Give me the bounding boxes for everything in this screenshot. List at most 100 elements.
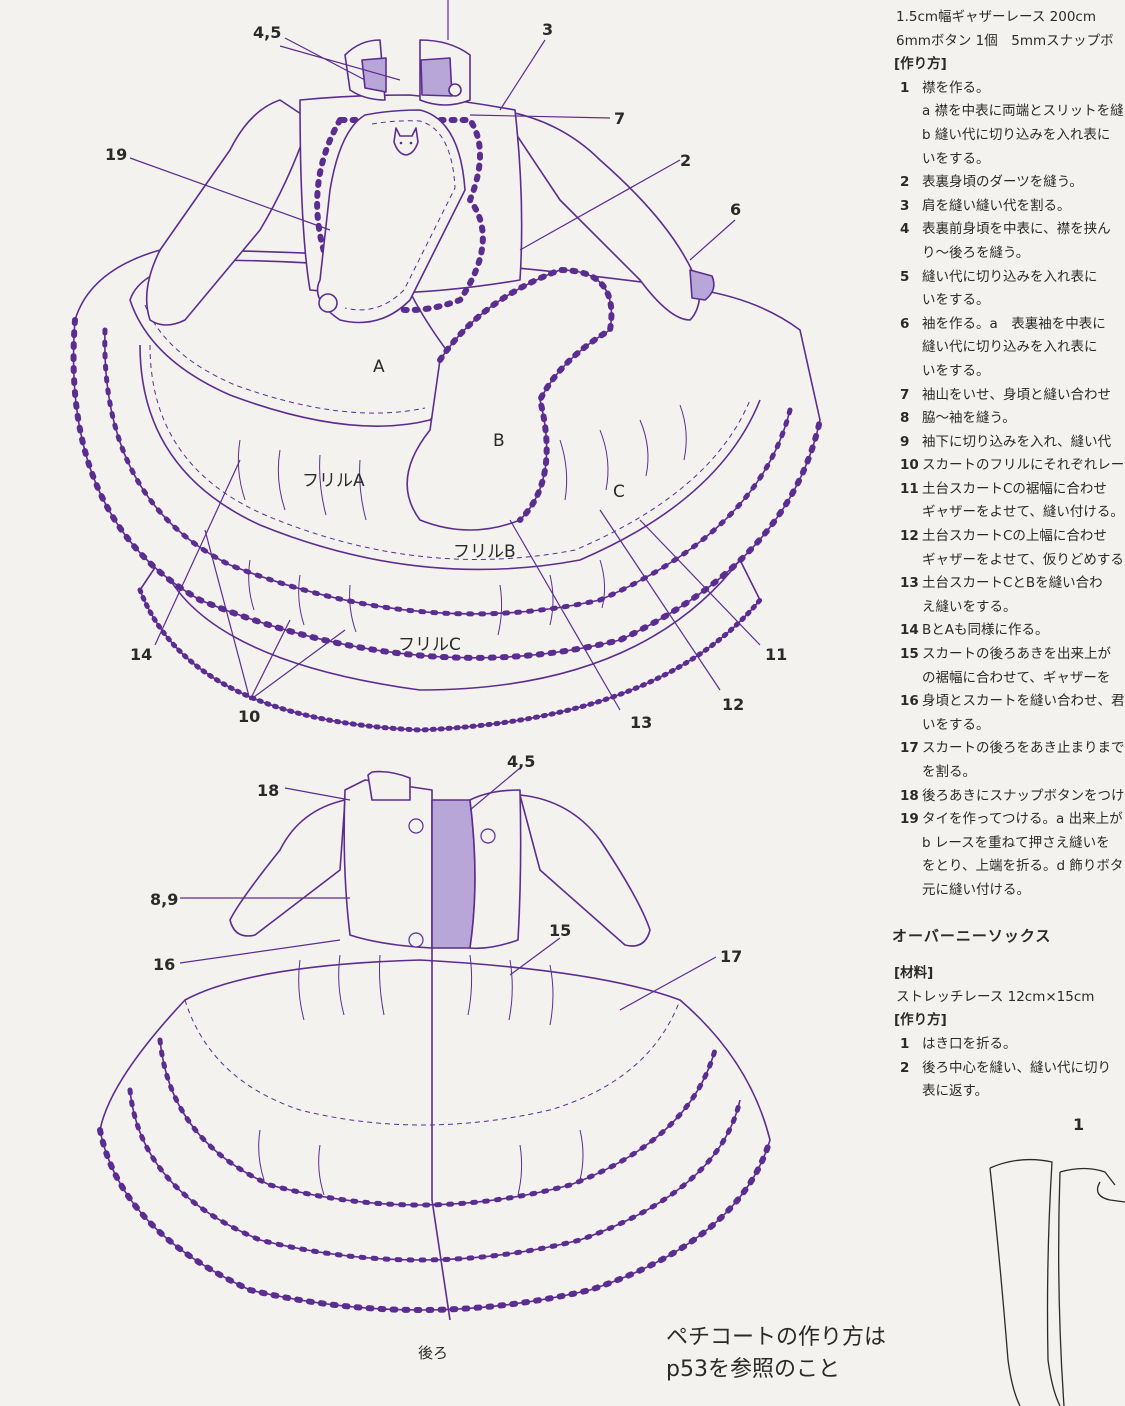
back-gather-lines bbox=[258, 954, 584, 1196]
step-text: 表裏身頃のダーツを縫う。 bbox=[922, 174, 1083, 191]
snap-button-top-left-icon bbox=[408, 818, 424, 834]
frill-c-lace bbox=[137, 587, 763, 733]
step-text: 襟を作る。 bbox=[922, 79, 990, 96]
step-number: 17 bbox=[900, 740, 919, 757]
step-number: 4 bbox=[900, 221, 910, 238]
dress-step-1: 1 襟を作る。 bbox=[890, 77, 1125, 101]
step-number: 12 bbox=[900, 528, 919, 545]
part-label-a: A bbox=[373, 357, 385, 377]
bib-lace bbox=[314, 117, 486, 313]
dress-steps-list: 1 襟を作る。 a 襟を中表に両端とスリットを縫 b 縫い代に切り込みを入れ表にいをす… bbox=[890, 77, 1125, 903]
step-text: 後ろあきにスナップボタンをつけ bbox=[922, 787, 1125, 804]
socks-materials: ストレッチレース 12cm×15cm bbox=[896, 988, 1095, 1005]
dress-sub-line: いをする。 bbox=[922, 150, 990, 167]
collar-lining-left bbox=[361, 57, 387, 93]
snap-button-top-right-icon bbox=[480, 828, 496, 844]
step-text: 脇〜袖を縫う。 bbox=[922, 410, 1016, 427]
dress-step-3: 3 肩を縫い縫い代を割る。 bbox=[890, 195, 1125, 219]
step-number: 11 bbox=[900, 480, 919, 497]
dress-step-continuation: 元に縫い付ける。 bbox=[922, 881, 1030, 898]
step-number: 1 bbox=[900, 1035, 910, 1052]
dress-sub-line: b 縫い代に切り込みを入れ表に bbox=[922, 126, 1111, 143]
back-left-sleeve bbox=[229, 799, 346, 937]
step-text: 土台スカートCの上幅に合わせ bbox=[922, 528, 1107, 545]
dress-step-continuation: ギャザーをよせて、仮りどめする bbox=[922, 551, 1124, 568]
tie bbox=[316, 109, 466, 324]
socks-method-heading: [作り方] bbox=[894, 1012, 947, 1029]
back-skirt-scallop-2 bbox=[127, 1087, 743, 1263]
step-text: 後ろ中心を縫い、縫い代に切り bbox=[922, 1059, 1111, 1076]
dress-step-continuation: え縫いをする。 bbox=[922, 598, 1017, 615]
back-dress-figure bbox=[97, 767, 773, 1321]
step-text: スカートのフリルにそれぞれレース bbox=[922, 457, 1125, 474]
callout-2: 2 bbox=[680, 151, 691, 170]
step-number: 1 bbox=[900, 79, 910, 96]
callout-13: 13 bbox=[630, 713, 652, 732]
callout-18: 18 bbox=[257, 781, 279, 800]
collar-lining-right bbox=[420, 57, 453, 97]
snap-buttons bbox=[408, 818, 496, 948]
dress-sub-line: a 襟を中表に両端とスリットを縫 bbox=[922, 103, 1124, 120]
sock-right-fold bbox=[1096, 1181, 1125, 1203]
dress-step-continuation: の裾幅に合わせて、ギャザーを bbox=[922, 669, 1111, 686]
socks-step-1: 1 はき口を折る。 bbox=[890, 1033, 1125, 1057]
frill-label-c: フリルC bbox=[398, 635, 461, 655]
callout-4-5-back: 4,5 bbox=[507, 752, 535, 771]
step-number: 13 bbox=[900, 575, 919, 592]
back-right-sleeve bbox=[519, 794, 651, 947]
step-text: スカートの後ろあきを出来上が bbox=[922, 646, 1111, 663]
step-number: 14 bbox=[900, 622, 919, 639]
callout-6: 6 bbox=[730, 200, 741, 219]
back-bodice-right bbox=[469, 789, 522, 950]
instructions-column: 1.5cm幅ギャザーレース 200cm 6mmボタン 1個 5mmスナップボ [… bbox=[890, 0, 1125, 1406]
dress-step-continuation: いをする。 bbox=[922, 362, 990, 379]
step-number: 16 bbox=[900, 693, 919, 710]
step-text: はき口を折る。 bbox=[922, 1035, 1017, 1052]
sock-right-side bbox=[1058, 1171, 1065, 1406]
tie-dash bbox=[344, 120, 456, 311]
socks-step-continuation: 表に返す。 bbox=[922, 1083, 989, 1100]
tie-button bbox=[318, 293, 338, 313]
cat-face-icon bbox=[393, 127, 419, 156]
sock-left-outer bbox=[989, 1167, 1021, 1406]
dress-method-heading: [作り方] bbox=[894, 56, 947, 73]
dress-step-continuation: 縫い代に切り込みを入れ表に bbox=[922, 339, 1098, 356]
socks-illustration: 1 bbox=[989, 1115, 1125, 1406]
step-number: 10 bbox=[900, 457, 919, 474]
back-callouts: 18 4,5 8,9 16 15 17 bbox=[150, 752, 742, 974]
frill-label-a: フリルA bbox=[302, 471, 365, 491]
back-collar bbox=[367, 770, 411, 801]
step-number: 18 bbox=[900, 787, 919, 804]
callout-16: 16 bbox=[153, 955, 175, 974]
back-opening bbox=[431, 935, 451, 1321]
petticoat-note-line-1: ペチコートの作り方は bbox=[666, 1325, 887, 1350]
socks-materials-heading: [材料] bbox=[894, 965, 934, 982]
socks-title: オーバーニーソックス bbox=[892, 926, 1052, 945]
back-skirt-tier-4 bbox=[184, 999, 681, 1126]
part-label-b: B bbox=[493, 431, 505, 451]
callout-19: 19 bbox=[105, 145, 127, 164]
front-dress-figure bbox=[70, 0, 823, 733]
material-line-2: 6mmボタン 1個 5mmスナップボ bbox=[896, 32, 1114, 49]
sock-left bbox=[989, 1158, 1061, 1406]
snap-button-bottom-icon bbox=[408, 932, 424, 948]
dress-step-continuation: いをする。 bbox=[922, 292, 990, 309]
right-cuff-lining bbox=[689, 269, 715, 301]
callout-7: 7 bbox=[614, 109, 625, 128]
step-text: BとAも同様に作る。 bbox=[922, 622, 1049, 639]
step-number: 3 bbox=[900, 197, 910, 214]
step-text: 肩を縫い縫い代を割る。 bbox=[922, 197, 1071, 214]
